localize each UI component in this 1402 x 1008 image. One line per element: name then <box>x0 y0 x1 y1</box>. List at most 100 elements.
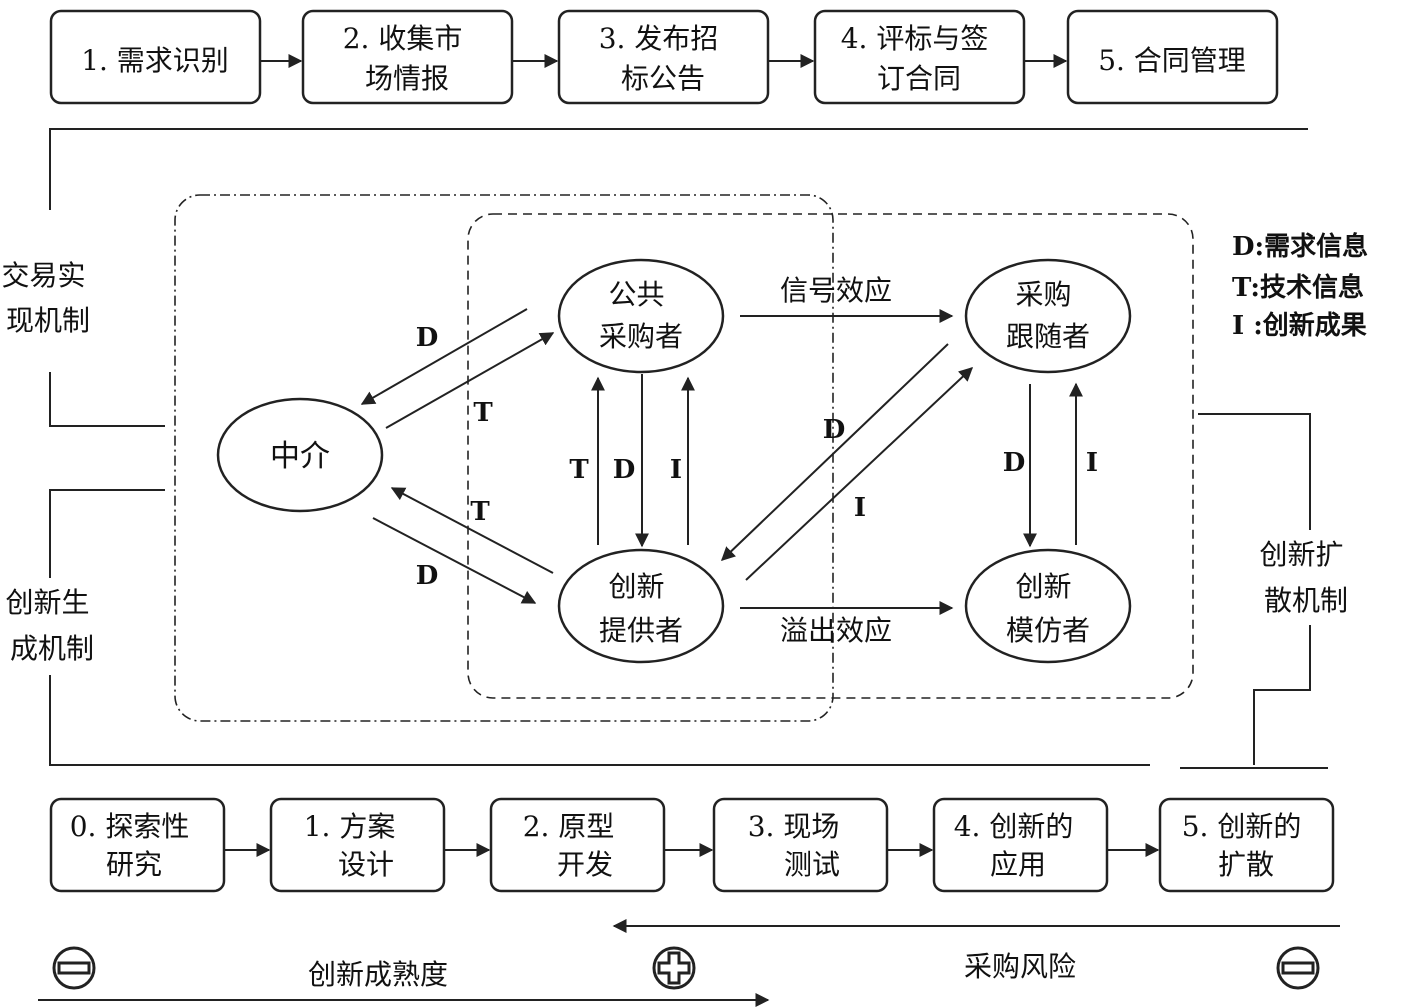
label-d-vertical: D <box>613 455 636 485</box>
top-step-3-box <box>557 9 770 105</box>
label-d-buyer-intermediary: D <box>416 323 439 353</box>
top-step-5-box <box>1066 9 1279 105</box>
bottom-step-0-line-1: 0. 探索性 <box>70 810 190 843</box>
label-d-diagonal: D <box>823 415 846 445</box>
left-top-side-line-2: 现机制 <box>6 304 90 337</box>
bottom-step-1-line-1: 1. 方案 <box>304 810 396 843</box>
legend-i: I :创新成果 <box>1232 310 1367 341</box>
bottom-step-5-label: 5. 创新的 扩散 <box>1182 810 1311 881</box>
edge-provider-to-intermediary <box>390 487 554 574</box>
minus-icon-right <box>1276 946 1320 990</box>
public-buyer-label: 公共 采购者 <box>599 278 683 353</box>
risk-axis-label: 采购风险 <box>964 950 1076 983</box>
top-step-2-box <box>301 9 514 105</box>
bottom-step-0-line-2: 研究 <box>106 848 162 881</box>
bottom-step-1-label: 1. 方案 设计 <box>304 810 405 881</box>
left-bottom-side-line-2: 成机制 <box>10 632 94 665</box>
intermediary-node <box>216 397 384 513</box>
left-top-bracket <box>49 372 165 427</box>
edge-follower-to-provider-d <box>720 343 949 561</box>
top-bracket-line <box>49 128 1308 210</box>
bottom-step-1-box <box>269 797 446 893</box>
label-d-intermediary-provider: D <box>416 561 439 591</box>
bottom-step-3-line-1: 3. 现场 <box>748 810 840 843</box>
top-step-2-line-2: 场情报 <box>365 62 449 95</box>
label-i-vertical: I <box>670 455 682 485</box>
legend-t: T:技术信息 <box>1232 272 1364 303</box>
left-top-side-line-1: 交易实 <box>2 259 86 292</box>
bottom-step-2-label: 2. 原型 开发 <box>523 810 624 881</box>
bottom-step-5-line-2: 扩散 <box>1218 848 1274 881</box>
bottom-step-0-label: 0. 探索性 研究 <box>70 810 199 881</box>
top-step-3-label: 3. 发布招 标公告 <box>599 22 728 95</box>
label-i-right-vertical: I <box>1086 448 1098 478</box>
edge-provider-to-follower-i <box>745 367 974 581</box>
top-step-1-text: 1. 需求识别 <box>81 44 229 77</box>
bottom-step-4-label: 4. 创新的 应用 <box>954 810 1083 881</box>
label-t-provider-intermediary: T <box>470 497 490 527</box>
top-step-1-label: 1. 需求识别 <box>81 44 229 77</box>
bottom-step-4-line-1: 4. 创新的 <box>954 810 1074 843</box>
left-bottom-side-label: 创新生 成机制 <box>6 586 99 665</box>
edge-buyer-to-intermediary <box>360 308 528 405</box>
top-step-4-line-1: 4. 评标与签 <box>841 22 989 55</box>
bottom-step-0-box <box>49 797 226 893</box>
innovation-provider-node <box>557 548 725 664</box>
innovation-imitator-label: 创新 模仿者 <box>1006 570 1090 647</box>
label-d-right-vertical: D <box>1003 448 1026 478</box>
legend: D:需求信息 T:技术信息 I :创新成果 <box>1232 231 1368 341</box>
bottom-step-1-line-2: 设计 <box>338 848 394 881</box>
bottom-step-3-box <box>712 797 889 893</box>
label-spillover-effect: 溢出效应 <box>780 614 892 647</box>
left-bottom-bracket-upper <box>49 489 165 578</box>
bottom-step-2-line-2: 开发 <box>557 848 613 881</box>
innovation-provider-label: 创新 提供者 <box>599 570 683 647</box>
bottom-step-5-box <box>1158 797 1335 893</box>
public-buyer-node <box>557 258 725 374</box>
label-i-diagonal: I <box>854 493 866 523</box>
public-buyer-line-2: 采购者 <box>599 320 683 353</box>
top-step-3-line-1: 3. 发布招 <box>599 22 719 55</box>
top-step-5-text: 5. 合同管理 <box>1098 44 1246 77</box>
label-t-intermediary-buyer: T <box>473 398 493 428</box>
top-step-4-box <box>813 9 1026 105</box>
maturity-axis-label: 创新成熟度 <box>308 958 448 991</box>
top-step-4-line-2: 订合同 <box>877 62 961 95</box>
edges <box>360 308 1083 615</box>
right-bracket-upper <box>1198 413 1311 530</box>
top-process: 1. 需求识别 2. 收集市 场情报 3. 发布招 标公告 4. 评标与签 订合… <box>49 9 1279 105</box>
buyer-follower-label: 采购 跟随者 <box>1006 278 1090 353</box>
intermediary-label: 中介 <box>270 439 330 474</box>
bottom-step-3-label: 3. 现场 测试 <box>748 810 849 881</box>
edge-intermediary-to-provider <box>372 517 537 604</box>
bottom-step-5-line-1: 5. 创新的 <box>1182 810 1302 843</box>
bottom-step-4-box <box>932 797 1109 893</box>
left-bottom-side-line-1: 创新生 <box>6 586 90 619</box>
right-side-line-1: 创新扩 <box>1260 538 1344 571</box>
buyer-follower-node <box>964 258 1132 374</box>
buyer-follower-line-2: 跟随者 <box>1006 320 1090 353</box>
bottom-step-3-line-2: 测试 <box>784 848 840 881</box>
left-top-side-label: 交易实 现机制 <box>2 259 95 337</box>
label-signal-effect: 信号效应 <box>780 274 892 307</box>
edge-labels: D T T D T D I 信号效应 溢出效应 D I D I <box>416 274 1098 647</box>
nodes: 中介 公共 采购者 采购 跟随者 创新 提供者 创新 模仿者 <box>216 258 1132 664</box>
dashed-region <box>467 213 1194 699</box>
innovation-provider-line-2: 提供者 <box>599 614 683 647</box>
innovation-imitator-line-1: 创新 <box>1016 570 1072 603</box>
right-side-label: 创新扩 散机制 <box>1260 538 1353 617</box>
top-step-2-line-1: 2. 收集市 <box>343 22 463 55</box>
buyer-follower-line-1: 采购 <box>1016 278 1072 311</box>
public-buyer-line-1: 公共 <box>609 278 665 311</box>
edge-intermediary-to-buyer <box>385 332 555 429</box>
dash-dot-region <box>174 194 834 722</box>
plus-icon <box>652 946 696 990</box>
top-step-1-box <box>49 9 262 105</box>
innovation-provider-line-1: 创新 <box>609 570 665 603</box>
top-step-3-line-2: 标公告 <box>621 62 705 95</box>
right-side-line-2: 散机制 <box>1264 584 1348 617</box>
brackets <box>49 128 1328 769</box>
bottom-process: 0. 探索性 研究 1. 方案 设计 2. 原型 开发 3. 现场 测试 4. … <box>49 797 1335 893</box>
